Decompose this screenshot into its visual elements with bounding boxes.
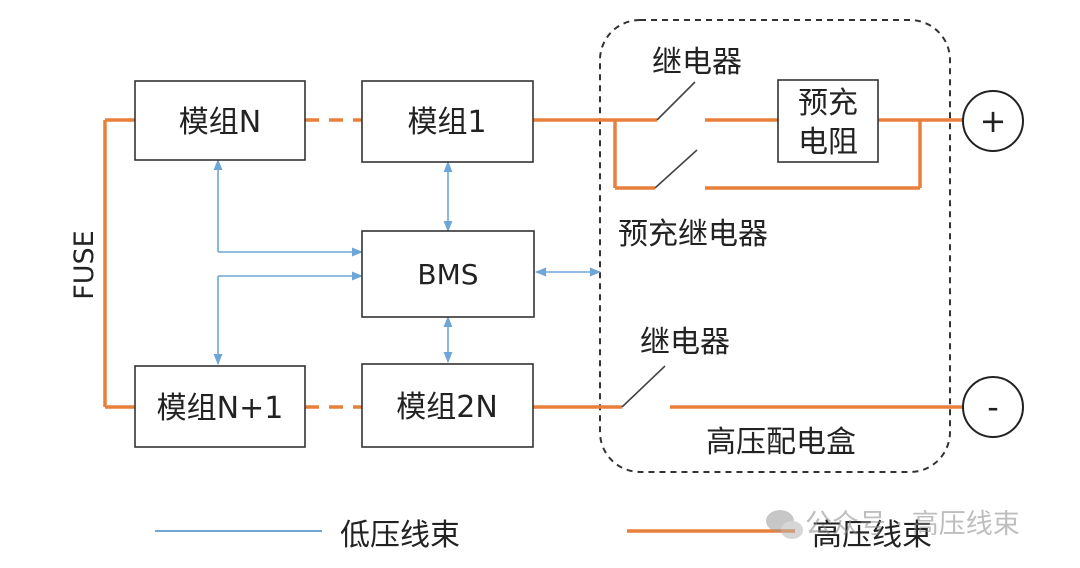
relay-blades bbox=[621, 81, 698, 408]
fuse-label: FUSE bbox=[69, 230, 100, 300]
precharge-relay-blade bbox=[654, 149, 698, 189]
precharge-resistor-box: 预充 电阻 bbox=[777, 79, 879, 163]
module-1-label: 模组1 bbox=[407, 105, 486, 140]
hv-distribution-box bbox=[599, 19, 951, 473]
low-voltage-wiring bbox=[213, 158, 602, 366]
positive-terminal-symbol: + bbox=[980, 102, 1007, 140]
legend-high-voltage-label: 高压线束 bbox=[812, 518, 932, 553]
module-n-box: 模组N bbox=[134, 80, 306, 161]
bms-box: BMS bbox=[361, 230, 535, 318]
main-positive-relay-label: 继电器 bbox=[652, 45, 742, 80]
positive-terminal: + bbox=[962, 90, 1024, 152]
legend: 低压线束 高压线束 bbox=[155, 518, 932, 553]
module-1-box: 模组1 bbox=[361, 80, 534, 163]
precharge-resistor-line2: 电阻 bbox=[798, 125, 858, 160]
module-n-plus-1-box: 模组N+1 bbox=[134, 365, 306, 448]
main-negative-relay-label: 继电器 bbox=[640, 325, 730, 360]
module-2n-label: 模组2N bbox=[396, 390, 498, 425]
legend-low-voltage-label: 低压线束 bbox=[340, 518, 460, 553]
precharge-resistor-line1: 预充 bbox=[798, 86, 858, 121]
negative-terminal: - bbox=[962, 376, 1024, 438]
hv-box-label: 高压配电盒 bbox=[706, 425, 856, 460]
watermark: 公众号 · 高压线束 bbox=[766, 509, 1020, 540]
module-n-label: 模组N bbox=[179, 105, 261, 140]
module-n-plus-1-label: 模组N+1 bbox=[157, 391, 284, 426]
precharge-relay-label: 预充继电器 bbox=[618, 217, 768, 252]
main-negative-relay-blade bbox=[621, 365, 666, 408]
high-voltage-wiring bbox=[103, 118, 963, 409]
wechat-icon bbox=[766, 510, 803, 539]
watermark-text: 公众号 · 高压线束 bbox=[805, 509, 1020, 540]
bms-label: BMS bbox=[417, 258, 478, 291]
negative-terminal-symbol: - bbox=[987, 388, 999, 426]
main-positive-relay-blade bbox=[656, 81, 696, 121]
module-2n-box: 模组2N bbox=[361, 363, 534, 448]
